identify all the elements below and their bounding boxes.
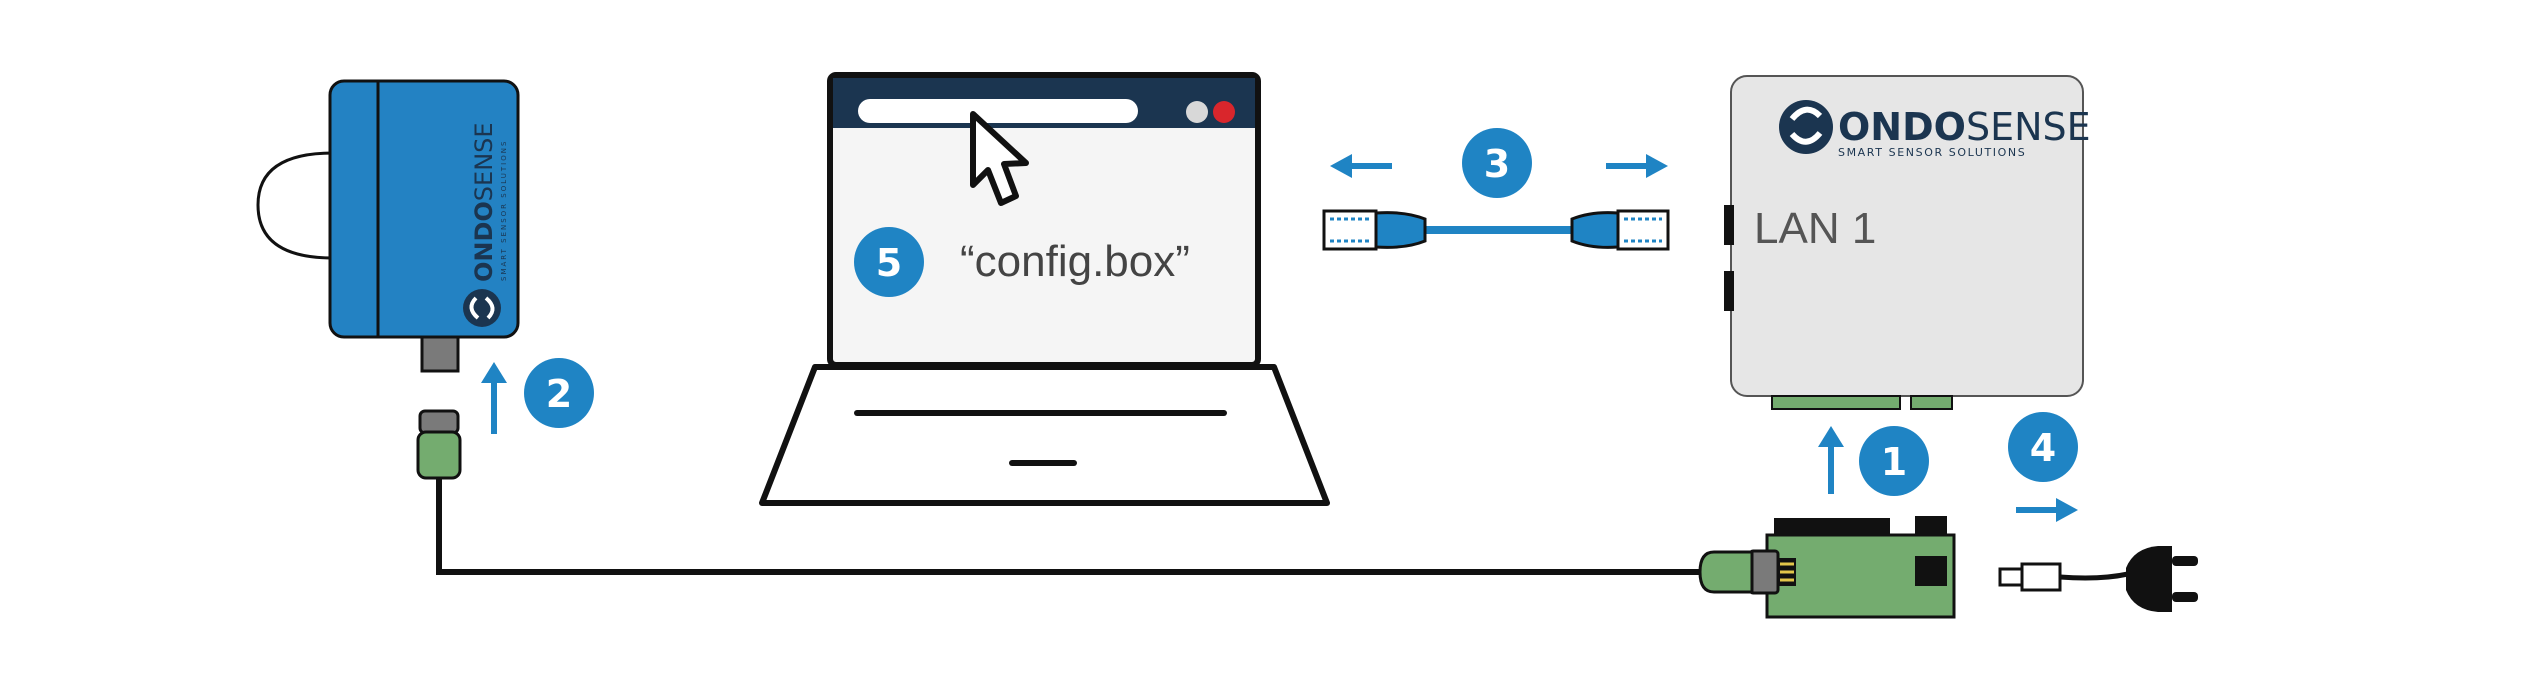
config-box-address-text: “config.box” [960, 237, 1190, 286]
ethernet-connector-left [1322, 209, 1427, 251]
ethernet-cable: 3 [1322, 128, 1670, 251]
pcb-m12-socket [1748, 549, 1780, 595]
step-3-badge [1462, 128, 1532, 198]
config-box-brand-tagline: SMART SENSOR SOLUTIONS [1838, 146, 2026, 159]
step-2-indicator: 2 [481, 358, 594, 434]
ondosense-logo-icon [463, 289, 501, 327]
sensor-dome [256, 151, 335, 260]
config-box-brand-rest: SENSE [1966, 105, 2091, 149]
browser-red-dot[interactable] [1213, 101, 1235, 123]
plug-body [2126, 546, 2172, 612]
browser-address-bar[interactable] [858, 99, 1138, 123]
lan-port-2[interactable] [1724, 271, 1734, 311]
laptop: 5 “config.box” [759, 72, 1330, 506]
dc-barrel-body [2020, 562, 2062, 592]
lan-1-label: LAN 1 [1754, 204, 1876, 253]
sensor-brand-tagline: SMART SENSOR SOLUTIONS [500, 140, 508, 281]
pcb-adapter [1698, 516, 1956, 619]
sensor-cable-plug [416, 409, 1712, 575]
step-4-badge [2008, 412, 2078, 482]
laptop-base [759, 364, 1330, 506]
step-4-indicator: 4 [2008, 412, 2078, 522]
radar-sensor: ONDOSENSE SMART SENSOR SOLUTIONS [256, 79, 520, 373]
step-2-number: 2 [546, 372, 572, 416]
svg-text:ONDOSENSE: ONDOSENSE [1838, 105, 2091, 149]
sensor-brand: ONDOSENSE SMART SENSOR SOLUTIONS [463, 122, 508, 327]
cable-plug-green [1698, 550, 1754, 594]
sensor-brand-bold: ONDO [470, 201, 498, 282]
mouse-pointer-icon [970, 111, 1029, 206]
config-box: ONDOSENSE SMART SENSOR SOLUTIONS LAN 1 [1724, 75, 2091, 410]
step-5-number: 5 [876, 241, 902, 285]
power-plug-icon [1998, 546, 2198, 612]
pcb-top-block-left [1774, 518, 1890, 536]
plug-prong-bottom [2172, 592, 2198, 602]
terminal-block-power [1910, 395, 1953, 410]
lan-port-1[interactable] [1724, 205, 1734, 245]
sensor-brand-rest: SENSE [470, 122, 498, 201]
pcb-top-block-right [1915, 516, 1947, 536]
sensor-connector-stub [420, 335, 460, 373]
step-1-number: 1 [1881, 440, 1907, 484]
step-2-badge [524, 358, 594, 428]
pcb-socket [1915, 556, 1947, 586]
ethernet-connector-right [1570, 209, 1670, 251]
step-1-indicator: 1 [1818, 426, 1929, 496]
config-box-brand: ONDOSENSE SMART SENSOR SOLUTIONS [1779, 100, 2091, 159]
terminal-block-main [1771, 395, 1901, 410]
plug-prong-top [2172, 556, 2198, 566]
step-1-badge [1859, 426, 1929, 496]
svg-text:ONDOSENSE: ONDOSENSE [470, 122, 498, 282]
pcb-pin-header [1778, 558, 1796, 586]
sensor-cable [436, 478, 1712, 575]
step-3-number: 3 [1484, 142, 1510, 186]
step-4-number: 4 [2030, 426, 2056, 470]
config-box-brand-bold: ONDO [1838, 105, 1966, 149]
browser-gray-dot[interactable] [1186, 101, 1208, 123]
power-cord [2059, 571, 2129, 581]
dc-barrel-tip [1998, 567, 2026, 587]
step-5-badge [854, 227, 924, 297]
